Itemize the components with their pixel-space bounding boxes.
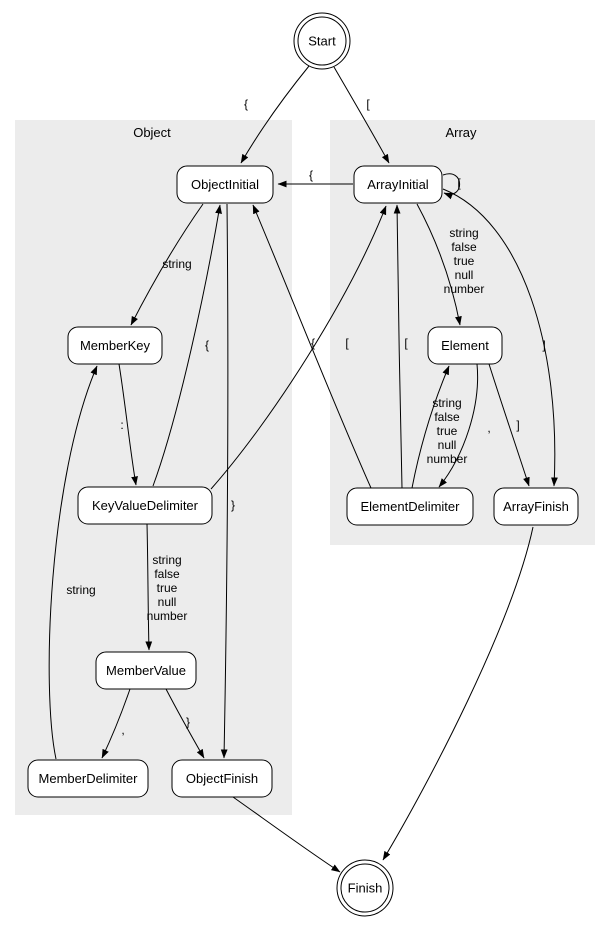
edge-MemberDelimiter-MemberKey: string (48, 365, 98, 760)
edge-line (232, 796, 341, 873)
edge-line (416, 203, 462, 326)
node-label-ObjectFinish: ObjectFinish (186, 771, 258, 786)
node-KeyValueDelimiter: KeyValueDelimiter (77, 486, 213, 525)
edge-KeyValueDelimiter-ObjectInitial: { (152, 204, 222, 487)
edge-label-KeyValueDelimiter-ArrayInitial: [ (345, 336, 349, 350)
node-label-ArrayInitial: ArrayInitial (367, 177, 429, 192)
edge-label-ObjectInitial-ObjectFinish: } (231, 498, 235, 512)
edge-Start-ObjectInitial: { (240, 65, 310, 164)
edge-ArrayInitial-ArrayFinish: ] (442, 188, 558, 487)
edge-label-MemberDelimiter-MemberKey: string (66, 583, 95, 597)
edge-line (220, 203, 229, 759)
edge-line (252, 204, 372, 489)
edge-ObjectInitial-MemberKey: string (130, 203, 204, 326)
node-label-Element: Element (441, 338, 489, 353)
node-ElementDelimiter: ElementDelimiter (346, 487, 474, 526)
node-label-MemberValue: MemberValue (106, 663, 186, 678)
node-label-Finish: Finish (348, 881, 383, 896)
edge-Element-ArrayFinish: ] (488, 363, 530, 487)
node-MemberKey: MemberKey (67, 326, 163, 365)
edge-ElementDelimiter-ObjectInitial: { (252, 204, 372, 489)
edge-label-ElementDelimiter-ObjectInitial: { (311, 336, 315, 350)
edge-KeyValueDelimiter-ArrayInitial: [ (210, 205, 387, 490)
node-ArrayFinish: ArrayFinish (493, 487, 579, 526)
edge-line (488, 363, 530, 487)
edge-line (411, 365, 450, 489)
node-Start: Start (293, 12, 351, 70)
edge-label-ArrayInitial-ArrayFinish: ] (542, 338, 545, 352)
node-label-ArrayFinish: ArrayFinish (503, 499, 569, 514)
edge-line (442, 188, 558, 487)
edge-MemberValue-ObjectFinish: } (165, 688, 205, 759)
edge-label-MemberValue-MemberDelimiter: , (121, 723, 124, 737)
edge-label-Element-ArrayFinish: ] (516, 418, 519, 432)
edge-label-KeyValueDelimiter-ObjectInitial: { (205, 338, 209, 352)
node-label-Start: Start (308, 34, 336, 49)
edge-line (240, 65, 310, 164)
edge-label-Element-ElementDelimiter: , (487, 421, 490, 435)
node-label-ElementDelimiter: ElementDelimiter (361, 499, 461, 514)
edge-label-ObjectInitial-MemberKey: string (162, 257, 191, 271)
cluster-label-object: Object (133, 125, 171, 140)
edge-ArrayInitial-ArrayInitial: [ (442, 173, 461, 200)
edge-line (442, 173, 460, 200)
edge-line (393, 204, 403, 489)
cluster-object: Object (15, 120, 292, 815)
edge-label-MemberKey-KeyValueDelimiter: : (120, 418, 123, 432)
edge-line (101, 688, 131, 759)
edge-label-Start-ArrayInitial: [ (366, 97, 370, 111)
edge-ObjectFinish-Finish (232, 796, 341, 873)
node-ObjectInitial: ObjectInitial (176, 165, 274, 204)
edge-MemberKey-KeyValueDelimiter: : (118, 363, 138, 486)
edge-line (145, 523, 153, 651)
edge-line (210, 205, 387, 490)
node-label-ObjectInitial: ObjectInitial (191, 177, 259, 192)
edge-MemberValue-MemberDelimiter: , (101, 688, 131, 759)
cluster-label-array: Array (445, 125, 477, 140)
node-label-MemberDelimiter: MemberDelimiter (39, 771, 139, 786)
edge-line (165, 688, 205, 759)
edge-line (438, 363, 479, 488)
edge-line (152, 204, 222, 487)
node-label-MemberKey: MemberKey (80, 338, 151, 353)
edge-label-MemberValue-ObjectFinish: } (186, 715, 190, 729)
edge-label-ArrayInitial-ObjectInitial: { (309, 168, 313, 182)
edge-Start-ArrayInitial: [ (333, 66, 390, 164)
node-label-KeyValueDelimiter: KeyValueDelimiter (92, 498, 199, 513)
edge-ObjectInitial-ObjectFinish: } (220, 203, 235, 759)
node-MemberValue: MemberValue (95, 651, 197, 690)
edge-Element-ElementDelimiter: , (438, 363, 491, 488)
edge-line (130, 203, 204, 326)
edge-ElementDelimiter-ArrayInitial: [ (393, 204, 408, 489)
edge-label-Start-ObjectInitial: { (244, 97, 248, 111)
node-Finish: Finish (336, 859, 394, 917)
node-ObjectFinish: ObjectFinish (171, 759, 273, 798)
node-MemberDelimiter: MemberDelimiter (27, 759, 149, 798)
edge-line (48, 365, 98, 760)
edge-label-ElementDelimiter-ArrayInitial: [ (404, 336, 408, 350)
node-ArrayInitial: ArrayInitial (353, 165, 443, 204)
edge-line (333, 66, 390, 164)
edge-line (382, 526, 534, 861)
clusters-layer: Object Array (15, 120, 595, 815)
node-Element: Element (427, 326, 503, 365)
edge-label-ArrayInitial-ArrayInitial: [ (457, 176, 461, 190)
edge-ArrayFinish-Finish (382, 526, 534, 861)
edge-ArrayInitial-ObjectInitial: { (277, 168, 353, 188)
edge-line (118, 363, 138, 486)
